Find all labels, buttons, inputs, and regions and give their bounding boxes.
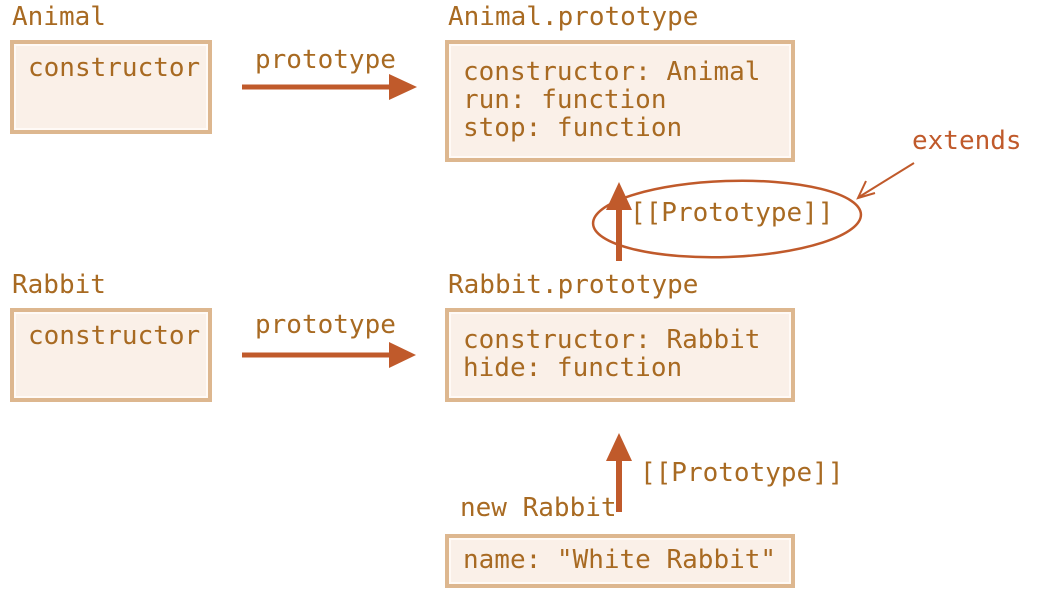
prototype-link-label-1: [[Prototype]] bbox=[630, 198, 834, 228]
animal-prototype-field: constructor: Animal bbox=[463, 57, 761, 87]
extends-label: extends bbox=[912, 126, 1022, 156]
extends-highlight-ellipse bbox=[591, 179, 863, 259]
rabbit-prototype-box: constructor: Rabbit hide: function bbox=[445, 308, 795, 402]
prototype-link-arrow-up-1 bbox=[606, 182, 632, 261]
animal-prototype-field: run: function bbox=[463, 85, 667, 115]
animal-prototype-title: Animal.prototype bbox=[448, 2, 699, 32]
rabbit-prototype-field: constructor: Rabbit bbox=[463, 325, 761, 355]
new-rabbit-title: new Rabbit bbox=[460, 493, 617, 523]
animal-title: Animal bbox=[12, 2, 106, 32]
prototype-arrow-label-rabbit: prototype bbox=[255, 310, 396, 340]
rabbit-prototype-title: Rabbit.prototype bbox=[448, 270, 699, 300]
rabbit-title: Rabbit bbox=[12, 270, 106, 300]
rabbit-field: constructor bbox=[28, 321, 201, 351]
animal-constructor-box: constructor bbox=[10, 40, 212, 134]
prototype-link-label-2: [[Prototype]] bbox=[640, 458, 844, 488]
animal-field: constructor bbox=[28, 53, 201, 83]
prototype-arrow-rabbit bbox=[242, 342, 416, 368]
new-rabbit-field: name: "White Rabbit" bbox=[463, 545, 777, 575]
rabbit-prototype-field: hide: function bbox=[463, 353, 683, 383]
prototype-arrow-animal bbox=[242, 74, 417, 100]
new-rabbit-box: name: "White Rabbit" bbox=[445, 534, 795, 588]
extends-pointer-arrow bbox=[856, 162, 915, 200]
rabbit-constructor-box: constructor bbox=[10, 308, 212, 402]
animal-prototype-field: stop: function bbox=[463, 113, 683, 143]
prototype-link-arrow-up-2 bbox=[606, 433, 632, 512]
prototype-arrow-label-animal: prototype bbox=[255, 45, 396, 75]
animal-prototype-box: constructor: Animal run: function stop: … bbox=[445, 40, 795, 162]
